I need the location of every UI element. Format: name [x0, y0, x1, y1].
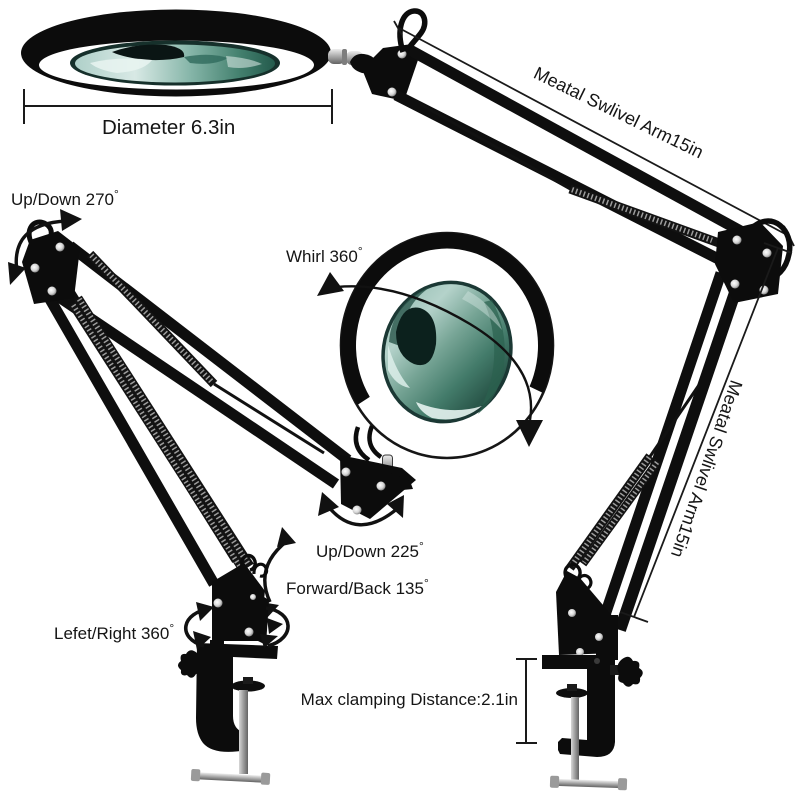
svg-text:Up/Down 270°: Up/Down 270° [11, 187, 119, 209]
svg-text:Diameter 6.3in: Diameter 6.3in [102, 116, 235, 139]
svg-text:Whirl 360°: Whirl 360° [286, 244, 363, 266]
svg-text:Max clamping Distance:2.1in: Max clamping Distance:2.1in [301, 690, 518, 709]
svg-text:Lefet/Right 360°: Lefet/Right 360° [54, 621, 174, 643]
svg-text:Forward/Back 135°: Forward/Back 135° [286, 576, 429, 598]
svg-text:Up/Down 225°: Up/Down 225° [316, 539, 424, 561]
